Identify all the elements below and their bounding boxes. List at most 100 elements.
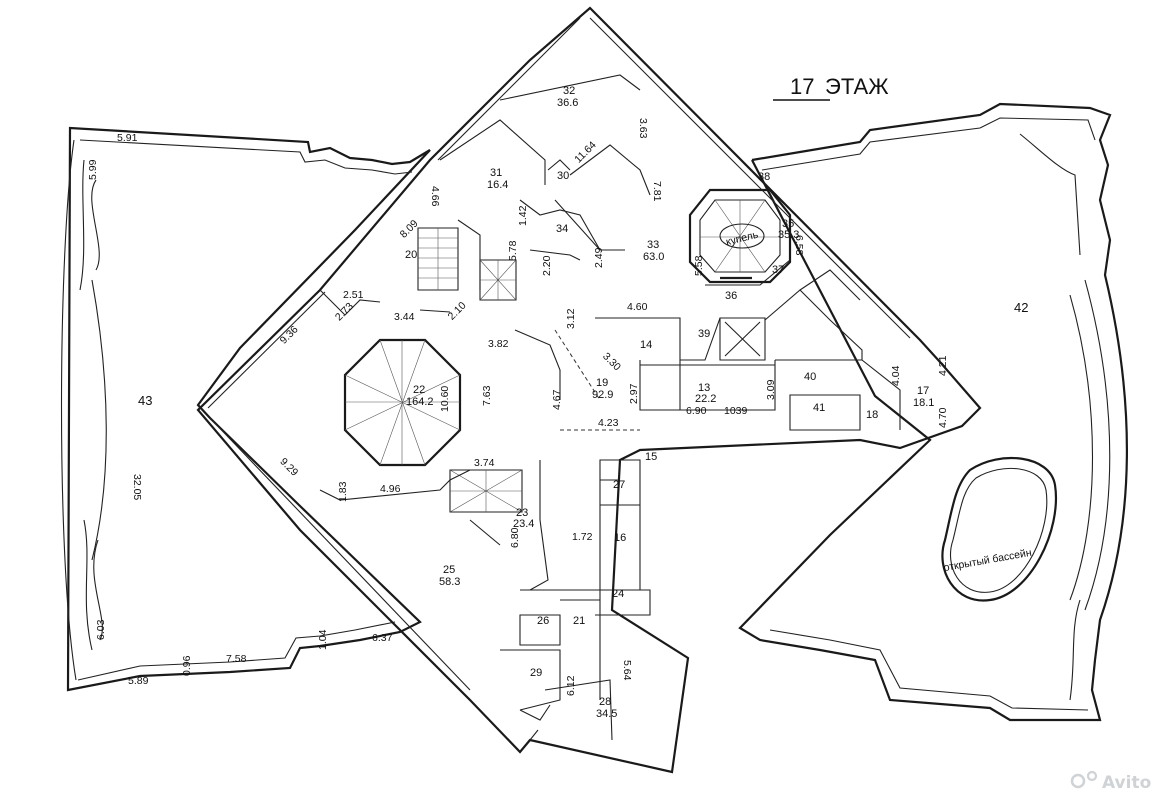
room-27-number: 27 — [613, 479, 625, 491]
dim-2-49: 2.49 — [593, 247, 605, 268]
dim-6-37: 6.37 — [372, 632, 393, 644]
room-41-number: 41 — [813, 402, 825, 414]
dim-6-58: 6.58 — [793, 235, 805, 256]
terrace-left — [60, 126, 431, 692]
dim-5-99: 5.99 — [87, 159, 99, 180]
room-31-number: 31 — [490, 167, 502, 179]
room-24-number: 24 — [612, 588, 624, 600]
dim-8-09: 8.09 — [398, 218, 421, 241]
room-15-number: 15 — [645, 451, 657, 463]
dim-5-89: 5.89 — [128, 675, 149, 687]
dim-4-96: 4.96 — [380, 483, 401, 495]
room-37-number: 37 — [772, 264, 784, 276]
building-outline — [196, 6, 982, 774]
room-35-number: 35 — [782, 218, 794, 230]
room-20-number: 20 — [405, 249, 417, 261]
pool-label: открытый бассейн — [943, 547, 1033, 574]
dim-7-81: 7.81 — [651, 181, 663, 202]
room-17-number: 17 — [917, 385, 929, 397]
dim-9-29: 9.29 — [277, 456, 300, 479]
dim-6-03: 6.03 — [95, 619, 107, 640]
dim-2-97: 2.97 — [628, 383, 640, 404]
room-32-number: 32 — [563, 85, 575, 97]
dim-2-20: 2.20 — [541, 255, 553, 276]
terrace-right — [738, 102, 1129, 722]
room-30-number: 30 — [557, 170, 569, 182]
dim-4-23: 4.23 — [598, 417, 619, 429]
room-43-number: 43 — [138, 393, 152, 408]
room-39-number: 39 — [698, 328, 710, 340]
dim-4-60: 4.60 — [627, 301, 648, 313]
room-25-area: 58.3 — [439, 576, 460, 588]
watermark-text: Avito — [1102, 773, 1151, 793]
room-22-area: 164.2 — [406, 396, 434, 408]
room-25-number: 25 — [443, 564, 455, 576]
dim-3-12: 3.12 — [565, 308, 577, 329]
dim-3-63: 3.63 — [637, 118, 649, 139]
room-14-number: 14 — [640, 339, 652, 351]
room-19-number: 19 — [596, 377, 608, 389]
room-23-area: 23.4 — [513, 518, 534, 530]
room-13-number: 13 — [698, 382, 710, 394]
dim-0-96: 0.96 — [181, 655, 193, 676]
dim-1-72: 1.72 — [572, 531, 593, 543]
room-32-area: 36.6 — [557, 97, 578, 109]
room-labels: 43 42 32 36.6 31 16.4 30 20 34 33 63.0 3… — [138, 85, 1033, 720]
dim-7-63: 7.63 — [481, 385, 493, 406]
room-42-number: 42 — [1014, 300, 1028, 315]
room-21-number: 21 — [573, 615, 585, 627]
dim-6-12: 6.12 — [565, 675, 577, 696]
dim-2-10: 2.10 — [446, 300, 469, 323]
dim-3-30: 3.30 — [600, 350, 623, 373]
dim-3-09: 3.09 — [765, 379, 777, 400]
dim-32-05: 32.05 — [131, 474, 143, 500]
room-31-area: 16.4 — [487, 179, 508, 191]
dim-7-58: 7.58 — [226, 653, 247, 665]
dim-3-82: 3.82 — [488, 338, 509, 350]
room-26-number: 26 — [537, 615, 549, 627]
room-13-area: 22.2 — [695, 393, 716, 405]
interior-walls — [319, 74, 901, 741]
dim-4-70: 4.70 — [937, 407, 949, 428]
dim-5-91: 5.91 — [117, 132, 138, 144]
pool-outline — [941, 456, 1058, 602]
dim-6-80: 6.80 — [509, 527, 521, 548]
room-38-number: 38 — [758, 171, 770, 183]
dim-10-60: 10.60 — [439, 386, 451, 412]
room-19-area: 92.9 — [592, 389, 613, 401]
room-18-number: 18 — [866, 409, 878, 421]
room-40-number: 40 — [804, 371, 816, 383]
room-36-number: 36 — [725, 290, 737, 302]
dim-1039: 1039 — [724, 405, 748, 417]
dim-3-74: 3.74 — [474, 457, 495, 469]
room-35-area: 35.3 — [778, 229, 799, 241]
room-22-number: 22 — [413, 384, 425, 396]
watermark: Avito — [1070, 770, 1151, 793]
avito-logo-icon — [1070, 773, 1086, 789]
dim-4-67: 4.67 — [551, 389, 563, 410]
room-16-number: 16 — [614, 532, 626, 544]
dim-6-90: 6.90 — [686, 405, 707, 417]
room-17-area: 18.1 — [913, 397, 934, 409]
dim-1-42: 1.42 — [517, 205, 529, 226]
dim-5-78: 5.78 — [507, 240, 519, 261]
dim-3-44: 3.44 — [394, 311, 415, 323]
room-33-area: 63.0 — [643, 251, 664, 263]
dim-1-83: 1.83 — [337, 481, 349, 502]
dim-2-73: 2.73 — [333, 300, 356, 323]
dim-2-51: 2.51 — [343, 289, 364, 301]
room-23-number: 23 — [516, 507, 528, 519]
room-28-area: 34.5 — [596, 708, 617, 720]
dim-4-66: 4.66 — [429, 186, 441, 207]
dim-4-21: 4.21 — [937, 355, 949, 376]
room-33-number: 33 — [647, 239, 659, 251]
dim-1-04: 1.04 — [317, 629, 329, 650]
dim-5-64: 5.64 — [621, 660, 633, 681]
room-34-number: 34 — [556, 223, 568, 235]
floor-title: 17 ЭТАЖ — [773, 74, 889, 101]
floor-word: ЭТАЖ — [825, 74, 889, 99]
room-28-number: 28 — [599, 696, 611, 708]
room-29-number: 29 — [530, 667, 542, 679]
